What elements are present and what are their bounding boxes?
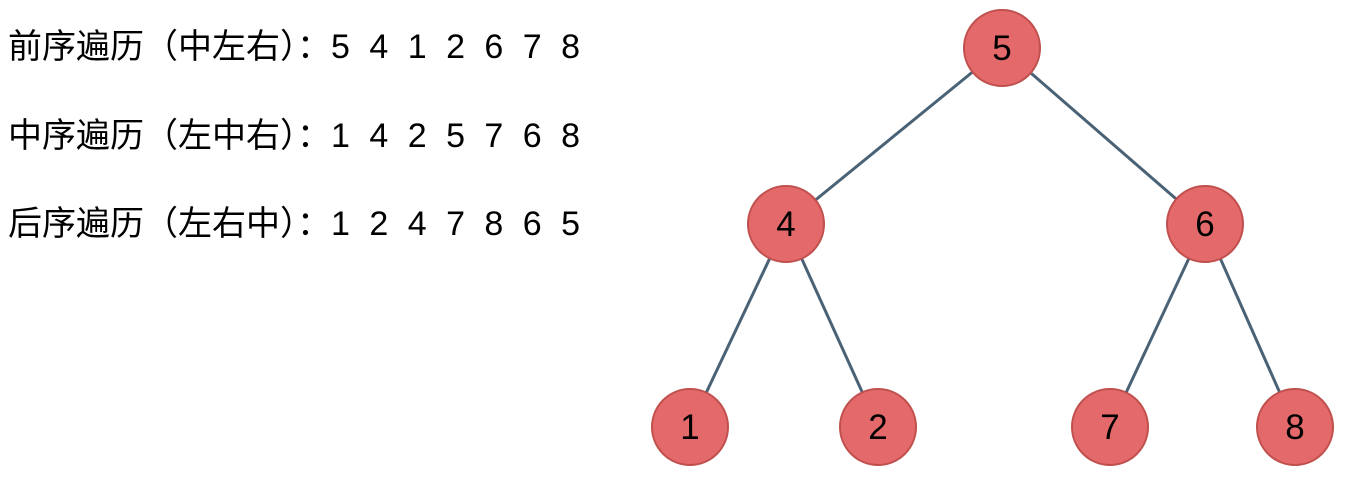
tree-node-label: 4: [776, 204, 796, 244]
tree-edge: [1028, 70, 1179, 202]
tree-node-label: 6: [1195, 204, 1215, 244]
tree-node-1[interactable]: 1: [651, 388, 729, 466]
tree-edge: [1218, 256, 1282, 395]
traversal-sequence-postorder: 1 2 4 7 8 6 5: [331, 205, 586, 243]
traversal-label-postorder: 后序遍历（左右中）：: [8, 205, 331, 243]
traversal-line-preorder: 前序遍历（中左右）：5 4 1 2 6 7 8: [8, 30, 585, 64]
tree-node-label: 8: [1285, 407, 1305, 447]
tree-node-8[interactable]: 8: [1256, 388, 1334, 466]
traversal-line-inorder: 中序遍历（左中右）：1 4 2 5 7 6 8: [8, 119, 585, 153]
traversal-list: 前序遍历（中左右）：5 4 1 2 6 7 8 中序遍历（左中右）：1 4 2 …: [8, 0, 708, 270]
tree-node-4[interactable]: 4: [747, 185, 825, 263]
tree-node-label: 2: [868, 407, 888, 447]
traversal-line-postorder: 后序遍历（左右中）：1 2 4 7 8 6 5: [8, 207, 585, 241]
traversal-sequence-preorder: 5 4 1 2 6 7 8: [331, 28, 586, 66]
tree-edge: [1124, 256, 1191, 395]
traversal-label-preorder: 前序遍历（中左右）：: [8, 28, 331, 66]
traversal-sequence-inorder: 1 4 2 5 7 6 8: [331, 117, 586, 155]
tree-node-5[interactable]: 5: [963, 9, 1041, 87]
tree-node-6[interactable]: 6: [1166, 185, 1244, 263]
tree-node-label: 5: [992, 28, 1012, 68]
tree-node-label: 1: [680, 407, 700, 447]
tree-edge: [704, 255, 772, 396]
tree-node-2[interactable]: 2: [839, 388, 917, 466]
tree-edge: [813, 69, 975, 203]
traversal-label-inorder: 中序遍历（左中右）：: [8, 117, 331, 155]
tree-edge: [799, 256, 865, 395]
tree-node-7[interactable]: 7: [1071, 388, 1149, 466]
tree-node-label: 7: [1100, 407, 1120, 447]
